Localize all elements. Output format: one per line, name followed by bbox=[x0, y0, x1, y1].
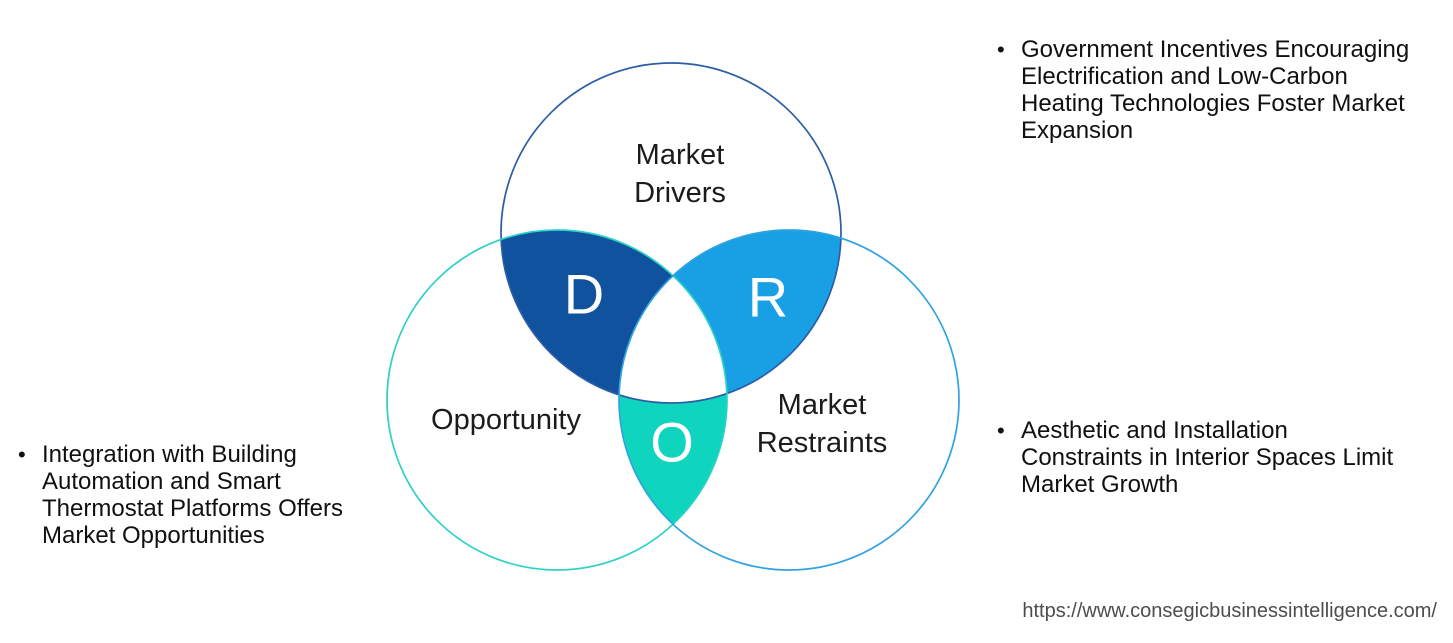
opportunity-letter: O bbox=[650, 410, 694, 474]
opportunity-circle bbox=[386, 229, 728, 571]
bullet-icon: • bbox=[997, 418, 1005, 443]
bullet-icon: • bbox=[997, 37, 1005, 62]
opportunity-label: Opportunity bbox=[431, 404, 581, 436]
market-drivers-label: Market Drivers bbox=[634, 139, 726, 209]
source-url: https://www.consegicbusinessintelligence… bbox=[1022, 600, 1437, 622]
drivers-bullet-text: Government Incentives Encouraging Electr… bbox=[1021, 36, 1410, 144]
restraints-bullet-block: • Aesthetic and Installation Constraints… bbox=[997, 417, 1437, 498]
market-restraints-label: Market Restraints bbox=[756, 389, 888, 459]
drivers-bullet-block: • Government Incentives Encouraging Elec… bbox=[997, 36, 1437, 144]
bullet-icon: • bbox=[18, 442, 26, 467]
opportunity-bullet-block: • Integration with Building Automation a… bbox=[18, 441, 378, 549]
market-restraints-circle bbox=[618, 229, 960, 571]
opportunity-bullet-text: Integration with Building Automation and… bbox=[42, 441, 343, 549]
restraints-letter: R bbox=[747, 265, 789, 329]
drivers-letter: D bbox=[563, 262, 605, 326]
restraints-bullet-text: Aesthetic and Installation Constraints i… bbox=[1021, 417, 1394, 498]
market-drivers-circle bbox=[500, 62, 842, 404]
